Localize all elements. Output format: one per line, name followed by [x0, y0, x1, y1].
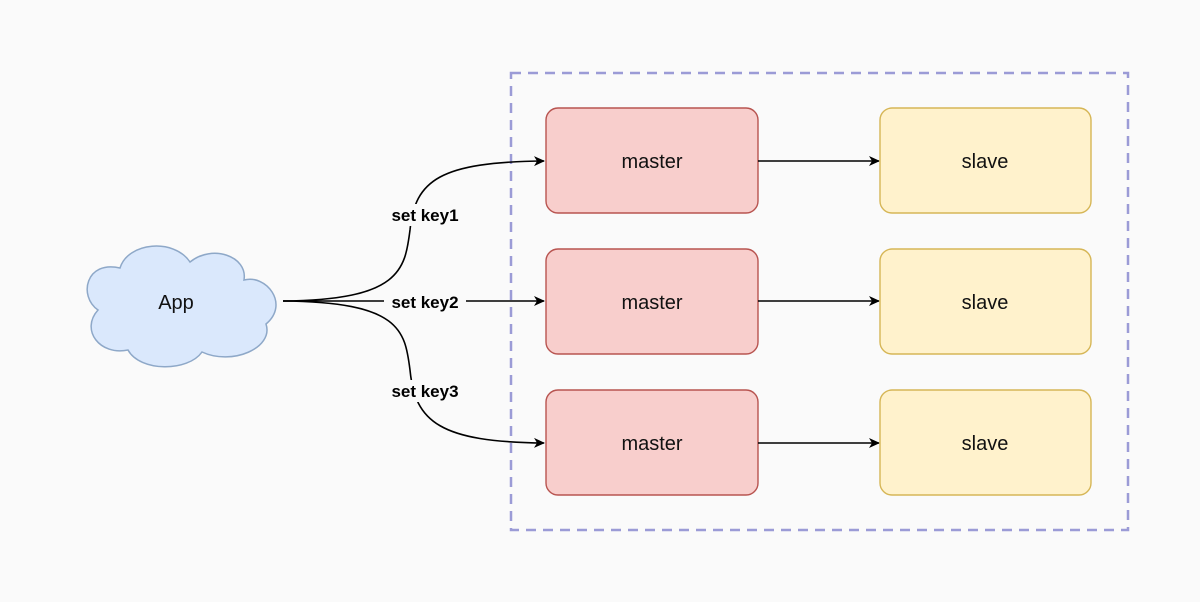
edge-label-set-key3: set key3	[391, 382, 458, 401]
cloud-shape	[86, 245, 277, 368]
edge-label-set-key2: set key2	[391, 293, 458, 312]
edge-app-master-1	[282, 156, 545, 302]
edge-label-bg-2	[384, 292, 466, 312]
app-cloud: App	[86, 245, 277, 368]
app-label: App	[158, 292, 194, 314]
slave-node-3	[879, 389, 1092, 496]
master-label-3: master	[621, 433, 682, 455]
edge-app-master-3	[282, 300, 545, 448]
master-label-1: master	[621, 151, 682, 173]
edge-label-set-key1: set key1	[391, 206, 458, 225]
slave-label-3: slave	[962, 433, 1009, 455]
edge-label-bg-1	[384, 204, 466, 226]
slave-node-2	[879, 248, 1092, 355]
slave-node-1	[879, 107, 1092, 214]
cluster-boundary	[509, 71, 1130, 532]
slave-label-2: slave	[962, 292, 1009, 314]
slave-label-1: slave	[962, 151, 1009, 173]
edge-label-bg-3	[384, 380, 466, 402]
master-label-2: master	[621, 292, 682, 314]
